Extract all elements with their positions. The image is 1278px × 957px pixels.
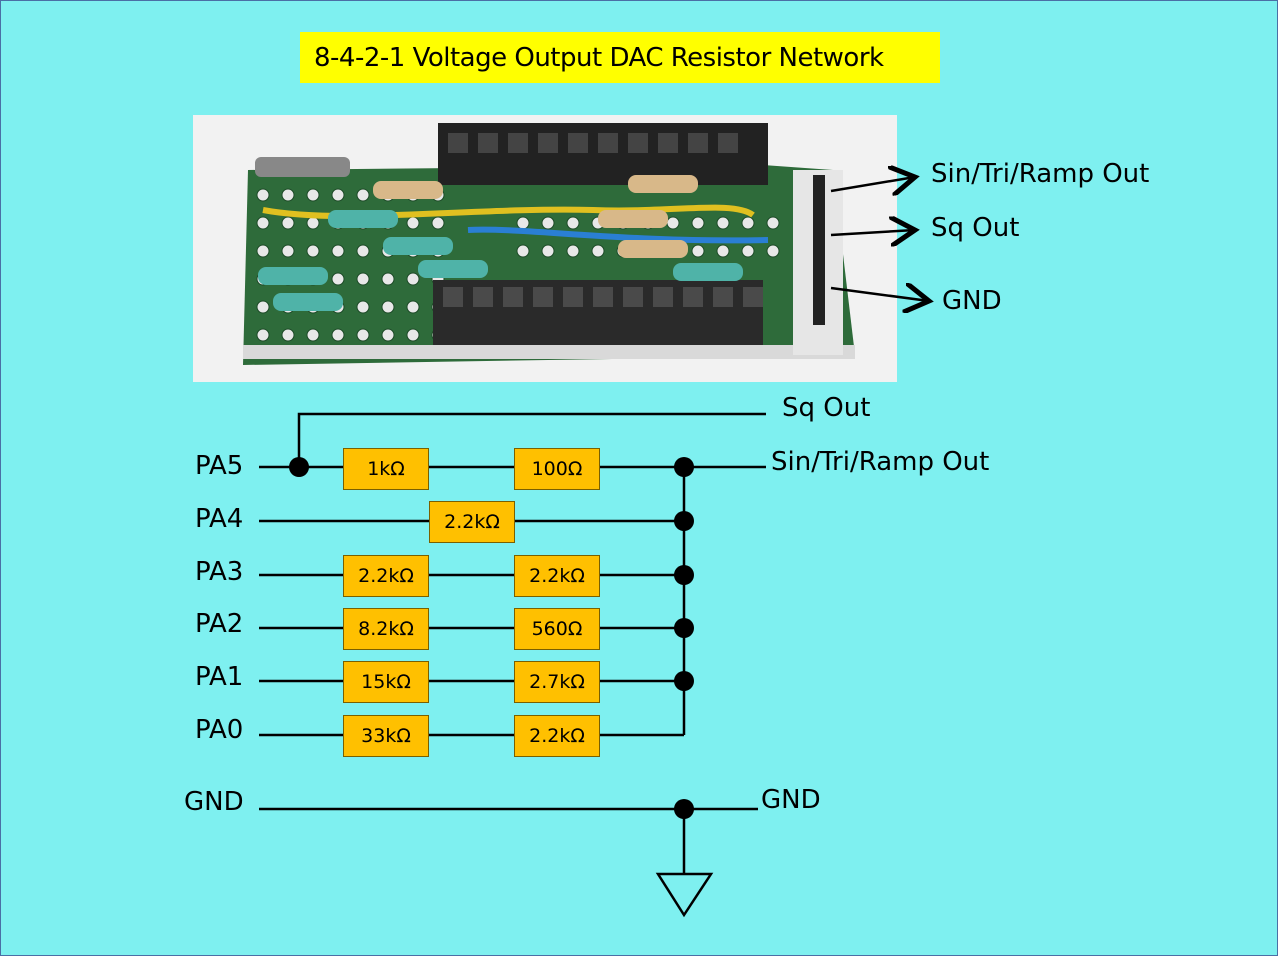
label-sq-out: Sq Out: [782, 393, 871, 423]
resistor-pa5-2: 100Ω: [514, 448, 600, 490]
photo-label-gnd: GND: [942, 286, 1002, 316]
pin-label-pa3: PA3: [195, 557, 244, 587]
resistor-pa3-1: 2.2kΩ: [343, 555, 429, 597]
resistor-pa1-1: 15kΩ: [343, 661, 429, 703]
pin-label-pa5: PA5: [195, 451, 244, 481]
slide-title: 8-4-2-1 Voltage Output DAC Resistor Netw…: [300, 32, 940, 83]
resistor-pa3-2: 2.2kΩ: [514, 555, 600, 597]
label-sin-out: Sin/Tri/Ramp Out: [771, 447, 990, 477]
pin-label-pa1: PA1: [195, 662, 244, 692]
photo-label-sq-out: Sq Out: [931, 213, 1020, 243]
resistor-pa5-1: 1kΩ: [343, 448, 429, 490]
resistor-pa4-1: 2.2kΩ: [429, 501, 515, 543]
resistor-pa2-2: 560Ω: [514, 608, 600, 650]
resistor-pa0-2: 2.2kΩ: [514, 715, 600, 757]
label-gnd-left: GND: [184, 787, 244, 817]
circuit-board-photo: [193, 115, 897, 382]
resistor-pa1-2: 2.7kΩ: [514, 661, 600, 703]
pin-label-pa0: PA0: [195, 715, 244, 745]
label-gnd-right: GND: [761, 785, 821, 815]
pin-label-pa4: PA4: [195, 504, 244, 534]
photo-label-sin-out: Sin/Tri/Ramp Out: [931, 159, 1150, 189]
pin-label-pa2: PA2: [195, 609, 244, 639]
ground-symbol: [655, 872, 714, 918]
sq-out-wire: [297, 412, 766, 467]
arrow-gnd: [830, 288, 929, 301]
arrow-sin-out: [830, 177, 915, 191]
resistor-pa0-1: 33kΩ: [343, 715, 429, 757]
resistor-pa2-1: 8.2kΩ: [343, 608, 429, 650]
arrow-sq-out: [830, 230, 915, 235]
